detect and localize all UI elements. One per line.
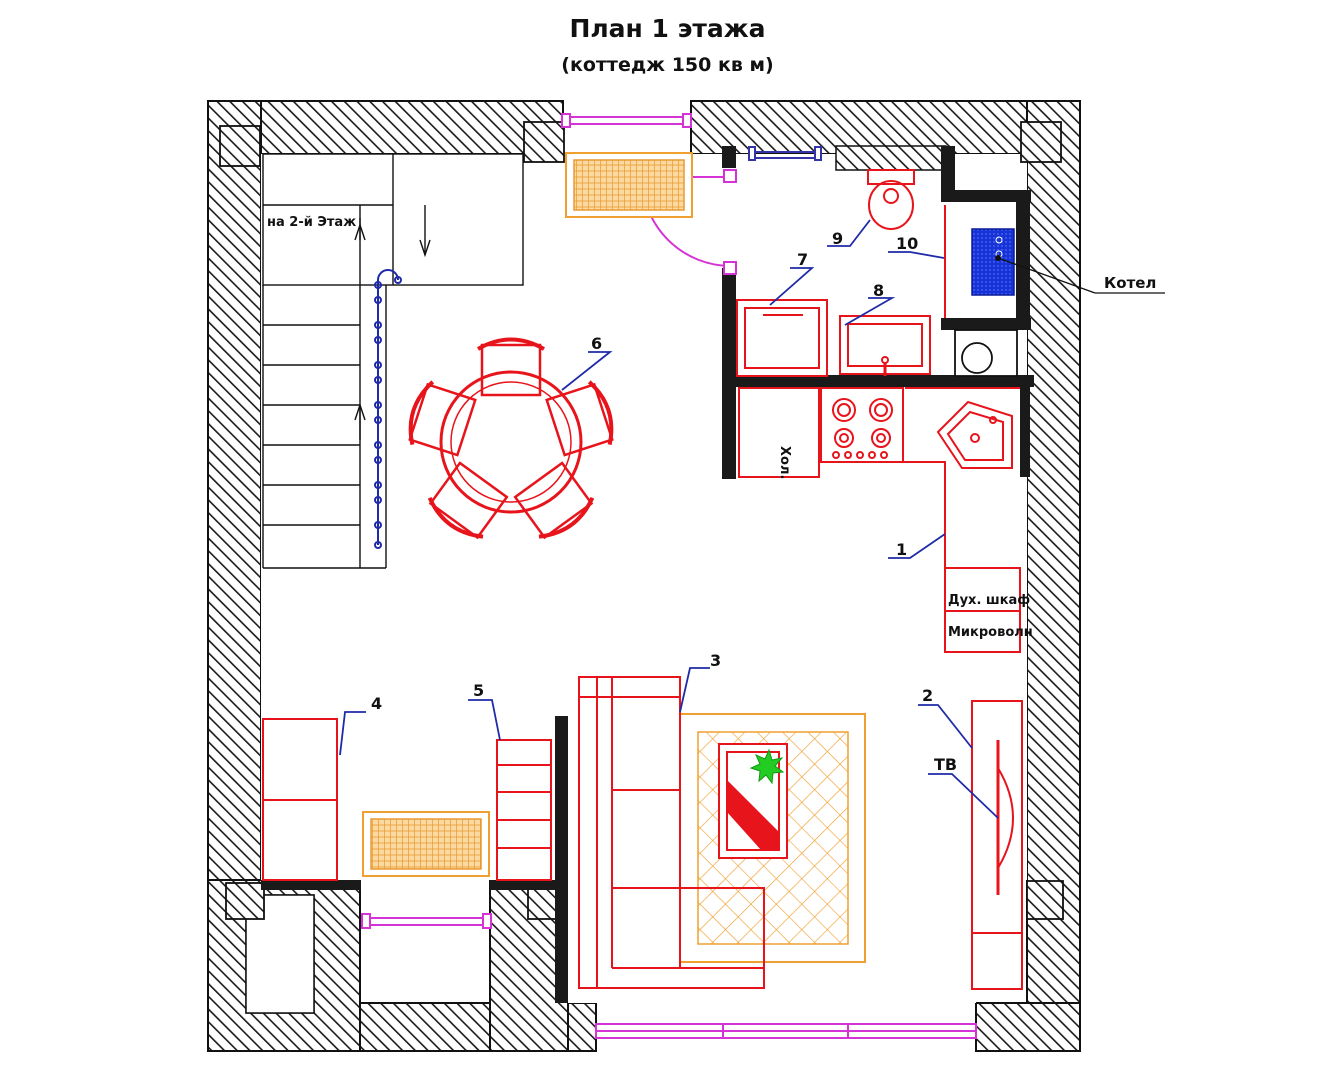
boiler-leader <box>997 257 1096 294</box>
entrance-rug-top <box>565 152 693 218</box>
corner-sink <box>936 400 1013 469</box>
toilet <box>867 169 915 230</box>
marker-8: 8 <box>873 281 884 300</box>
corner-sofa <box>578 676 765 989</box>
marker-5: 5 <box>473 681 484 700</box>
marker-7: 7 <box>797 250 808 269</box>
leader-lines <box>339 219 999 819</box>
plant-icon <box>749 748 785 785</box>
marker-3: 3 <box>710 651 721 670</box>
microwave-label: Микроволн <box>948 625 1033 640</box>
water-heater <box>954 329 1018 377</box>
washing-machine <box>736 299 828 377</box>
dining-table <box>408 337 614 540</box>
fridge <box>738 387 820 478</box>
boiler-leader-dot <box>995 255 1001 261</box>
marker-1: 1 <box>896 540 907 559</box>
oven-label: Дух. шкаф <box>948 593 1030 608</box>
plan-title: План 1 этажа <box>569 14 766 43</box>
tv-label: ТВ <box>934 755 957 774</box>
kitchen-counter <box>821 387 1021 653</box>
bookshelf-left <box>262 718 338 881</box>
bathroom-sink <box>839 315 931 376</box>
boiler <box>971 228 1015 296</box>
bookshelf-right <box>496 739 552 881</box>
plan-subtitle: (коттедж 150 кв м) <box>561 54 774 76</box>
marker-10: 10 <box>896 234 918 253</box>
outer-walls <box>207 100 1081 1052</box>
marker-4: 4 <box>371 694 382 713</box>
entrance-rug-bottom <box>362 811 490 877</box>
boiler-label: Котел <box>1104 274 1156 292</box>
windows <box>361 113 977 1039</box>
marker-9: 9 <box>832 229 843 248</box>
interior-walls <box>261 145 1034 1003</box>
marker-2: 2 <box>922 686 933 705</box>
stairs-label: на 2-й Этаж <box>267 215 356 230</box>
stair-railing <box>374 269 402 549</box>
staircase <box>262 153 524 569</box>
fridge-label: Хол. <box>777 446 792 479</box>
marker-6: 6 <box>591 334 602 353</box>
